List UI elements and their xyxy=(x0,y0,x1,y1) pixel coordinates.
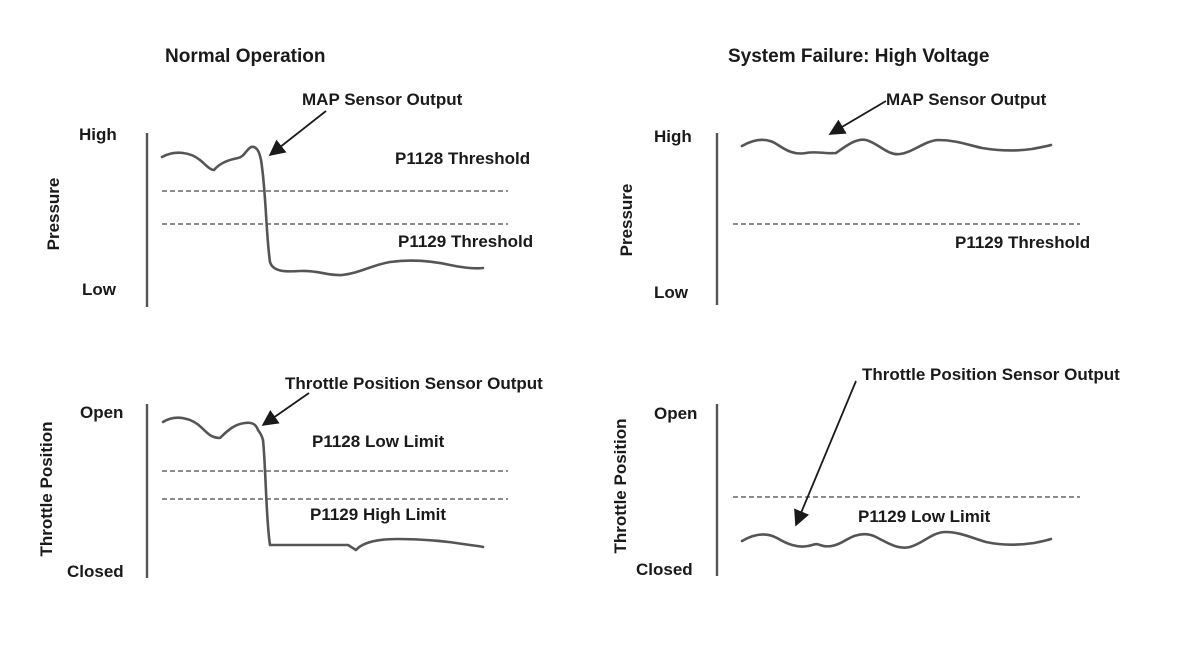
threshold-label-p1129: P1129 Threshold xyxy=(398,232,533,251)
threshold-label-p1128: P1128 Threshold xyxy=(395,149,530,168)
threshold-label-p1129: P1129 Low Limit xyxy=(858,507,991,526)
throttle-sensor-arrow xyxy=(261,392,310,426)
threshold-label-p1129: P1129 Threshold xyxy=(955,233,1090,252)
map-sensor-arrow xyxy=(268,110,327,157)
throttle-sensor-output-curve xyxy=(740,530,1053,549)
threshold-label-p1128: P1128 Low Limit xyxy=(312,432,445,451)
map-sensor-output-curve xyxy=(160,145,485,277)
high-label: High xyxy=(79,125,117,144)
map-sensor-label: MAP Sensor Output xyxy=(886,90,1047,109)
y-axis-label-throttle: Throttle Position xyxy=(37,421,56,556)
panel-title-failure: System Failure: High Voltage xyxy=(728,46,989,67)
panel-failure-pressure: System Failure: High Voltage High Low Pr… xyxy=(617,46,1090,305)
map-sensor-output-curve xyxy=(740,138,1053,156)
closed-label: Closed xyxy=(636,560,693,579)
map-sensor-label: MAP Sensor Output xyxy=(302,90,463,109)
y-axis-label-pressure: Pressure xyxy=(617,184,636,257)
throttle-sensor-arrow xyxy=(794,380,857,527)
y-axis-label-throttle: Throttle Position xyxy=(611,418,630,553)
open-label: Open xyxy=(80,403,123,422)
low-label: Low xyxy=(654,283,689,302)
panel-normal-pressure: Normal Operation High Low Pressure P1128… xyxy=(44,46,533,307)
y-axis-label-pressure: Pressure xyxy=(44,178,63,251)
throttle-sensor-output-curve xyxy=(161,416,485,552)
low-label: Low xyxy=(82,280,117,299)
open-label: Open xyxy=(654,404,697,423)
panel-failure-throttle: Open Closed Throttle Position P1129 Low … xyxy=(611,365,1120,579)
high-label: High xyxy=(654,127,692,146)
panel-title-normal: Normal Operation xyxy=(165,46,325,67)
panel-normal-throttle: Open Closed Throttle Position P1128 Low … xyxy=(37,374,543,581)
threshold-label-p1129: P1129 High Limit xyxy=(310,505,446,524)
throttle-sensor-label: Throttle Position Sensor Output xyxy=(285,374,543,393)
map-sensor-arrow xyxy=(828,100,887,135)
closed-label: Closed xyxy=(67,562,124,581)
throttle-sensor-label: Throttle Position Sensor Output xyxy=(862,365,1120,384)
